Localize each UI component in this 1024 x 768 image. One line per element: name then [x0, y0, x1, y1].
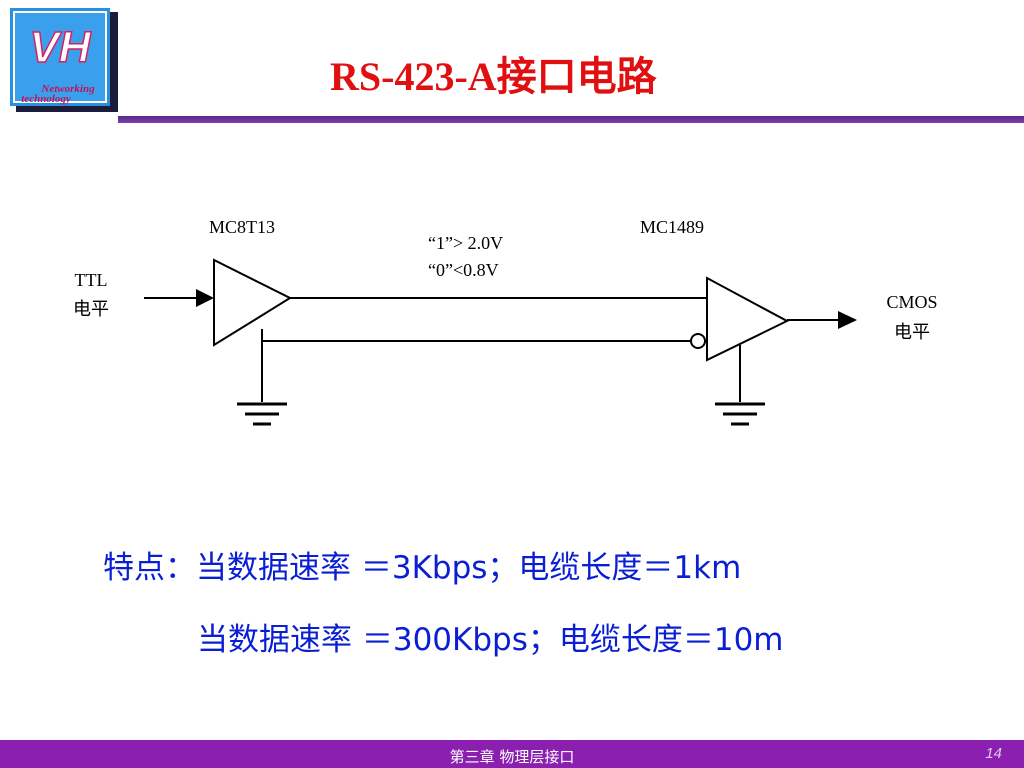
ttl-level-label: 电平	[73, 299, 109, 319]
cmos-label: CMOS	[886, 292, 938, 312]
output-arrow	[838, 311, 857, 329]
feature-line-1: 特点：当数据速率 ＝3Kbps；电缆长度＝1km	[103, 550, 742, 586]
input-arrow	[196, 289, 214, 307]
feature-line-2: 当数据速率 ＝300Kbps；电缆长度＝10m	[197, 622, 784, 658]
ttl-label: TTL	[74, 270, 108, 290]
receiver-chip-label: MC1489	[640, 217, 705, 237]
logo-text-line1: Networking	[40, 83, 95, 95]
inverting-input-bubble	[690, 333, 706, 349]
page-number: 14	[985, 745, 1002, 762]
receiver-amplifier	[706, 276, 790, 362]
logo-monogram: VH	[29, 23, 91, 72]
logo-graphic: VH Networking technology	[10, 8, 118, 112]
slide-title: RS-423-A接口电路	[330, 54, 657, 99]
vh-logo: VH Networking technology	[10, 8, 118, 112]
cmos-level-label: 电平	[894, 322, 930, 342]
logo-text-line2: technology	[21, 93, 71, 105]
logic-zero-threshold: “0”<0.8V	[428, 260, 499, 280]
footer-bar: 第三章 物理层接口 14	[0, 740, 1024, 768]
driver-amplifier	[213, 258, 293, 347]
logic-one-threshold: “1”> 2.0V	[428, 233, 504, 253]
driver-chip-label: MC8T13	[209, 217, 276, 237]
title-rule	[118, 116, 1024, 123]
chapter-title: 第三章 物理层接口	[449, 748, 575, 766]
